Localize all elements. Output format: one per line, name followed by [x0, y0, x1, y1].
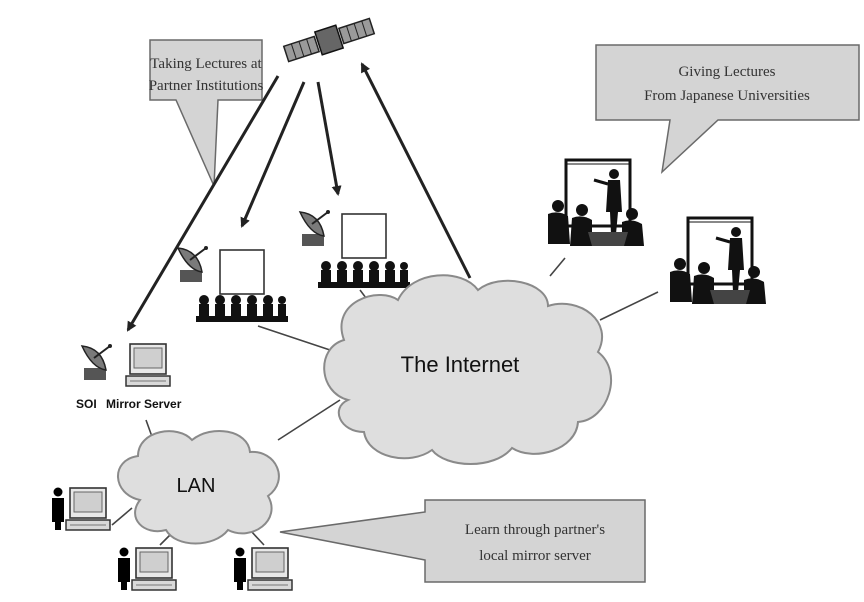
lecture-scene-icon — [668, 216, 768, 306]
callout-learn-line2: local mirror server — [479, 548, 591, 564]
lan-user-right — [234, 548, 292, 591]
mirror-server-label: Mirror Server — [106, 397, 182, 411]
callout-taking-line2: Partner Institutions — [149, 78, 264, 94]
soi-label: SOI — [76, 397, 97, 411]
satellite-dish-icon — [177, 245, 209, 283]
callout-giving-lectures: Giving Lectures From Japanese Universiti… — [595, 44, 860, 175]
lan-label: LAN — [177, 475, 216, 497]
callout-learn-line1: Learn through partner's — [465, 522, 605, 538]
classroom-screen-icon — [341, 213, 387, 259]
callout-learn-mirror: Learn through partner's local mirror ser… — [279, 499, 646, 583]
lan-cloud: LAN — [117, 429, 280, 545]
network-links — [111, 257, 659, 546]
satellite-dish-icon — [299, 209, 331, 247]
satellite-arrows — [126, 62, 472, 332]
callout-taking-lectures: Taking Lectures at Partner Institutions — [149, 39, 264, 187]
partner-classroom-left — [177, 245, 288, 322]
user-at-computer-icon — [118, 548, 176, 591]
lan-user-left — [52, 488, 110, 531]
partner-classroom-right — [299, 209, 410, 288]
desktop-computer-icon — [125, 343, 171, 387]
soi-mirror-server: SOI Mirror Server — [76, 343, 182, 411]
lan-user-middle — [118, 548, 176, 591]
callout-taking-line1: Taking Lectures at — [150, 56, 262, 72]
user-at-computer-icon — [52, 488, 110, 531]
satellite-icon — [282, 17, 376, 63]
callout-giving-line2: From Japanese Universities — [644, 88, 810, 104]
user-at-computer-icon — [234, 548, 292, 591]
classroom-screen-icon — [219, 249, 265, 295]
callout-giving-line1: Giving Lectures — [678, 64, 775, 80]
satellite-dish-icon — [81, 343, 113, 381]
audience-icon — [318, 261, 410, 288]
internet-label: The Internet — [401, 352, 520, 377]
internet-cloud: The Internet — [323, 274, 613, 465]
lecture-scene-icon — [546, 158, 646, 248]
audience-icon — [196, 295, 288, 322]
